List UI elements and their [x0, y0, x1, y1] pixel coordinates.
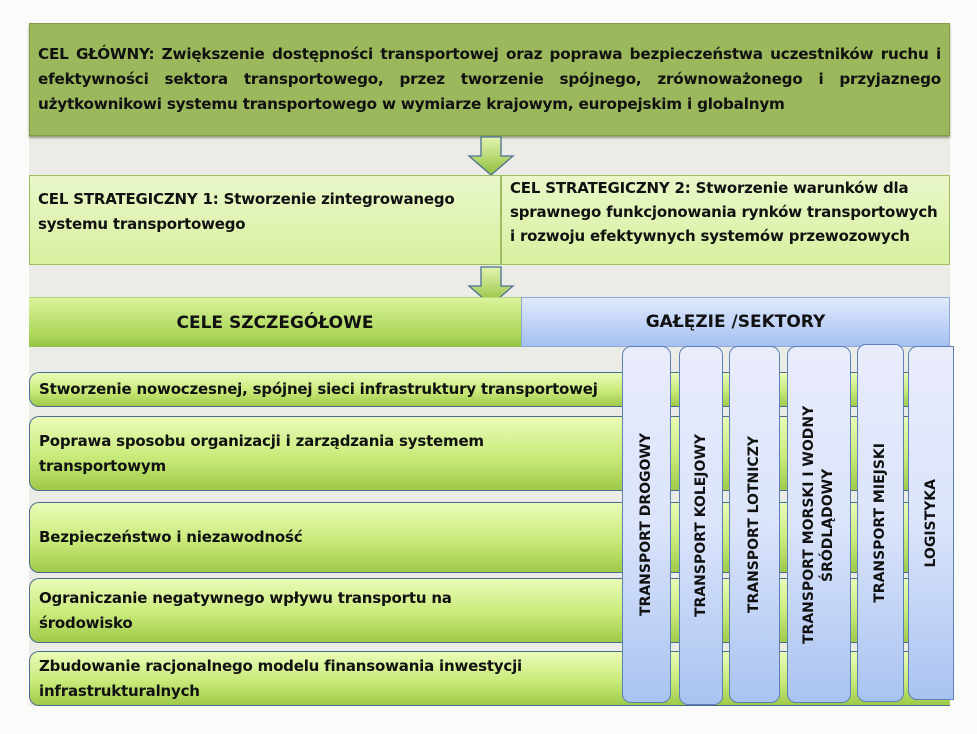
detailed-goals-header-label: CELE SZCZEGÓŁOWE: [176, 313, 374, 333]
detailed-goal-text: Poprawa sposobu organizacji i zarządzani…: [39, 431, 484, 475]
sector-label: TRANSPORT KOLEJOWY: [692, 434, 709, 617]
arrow-down-icon: [467, 266, 515, 306]
sector-label: TRANSPORT DROGOWY: [638, 433, 654, 616]
sectors-header: GAŁĘZIE /SEKTORY: [521, 297, 950, 347]
strategic-goal-2: CEL STRATEGICZNY 2: Stworzenie warunków …: [501, 175, 950, 265]
sector-column: TRANSPORT LOTNICZY: [729, 346, 780, 703]
sector-label: TRANSPORT LOTNICZY: [746, 435, 762, 614]
sector-column: TRANSPORT DROGOWY: [622, 346, 671, 703]
detailed-goal-text: Stworzenie nowoczesnej, spójnej sieci in…: [39, 380, 598, 398]
main-goal-text: CEL GŁÓWNY: Zwiększenie dostępności tran…: [38, 45, 941, 113]
sector-column: TRANSPORT KOLEJOWY: [679, 346, 723, 705]
sector-column: TRANSPORT MORSKI I WODNY ŚRÓDLĄDOWY: [787, 346, 851, 703]
main-goal-box: CEL GŁÓWNY: Zwiększenie dostępności tran…: [29, 23, 950, 136]
sector-label: TRANSPORT MORSKI I WODNY ŚRÓDLĄDOWY: [801, 405, 836, 644]
arrow-down-icon: [467, 136, 515, 176]
sector-label: LOGISTYKA: [922, 478, 939, 568]
strategic-goal-1-text: CEL STRATEGICZNY 1: Stworzenie zintegrow…: [38, 190, 455, 233]
detailed-goal-text: Zbudowanie racjonalnego modelu finansowa…: [39, 656, 522, 700]
detailed-goal-text: Ograniczanie negatywnego wpływu transpor…: [39, 588, 452, 632]
detailed-goal-text: Bezpieczeństwo i niezawodność: [39, 528, 303, 546]
strategic-goal-2-text: CEL STRATEGICZNY 2: Stworzenie warunków …: [510, 179, 938, 245]
sector-label: TRANSPORT MIEJSKI: [872, 443, 888, 603]
sector-column: LOGISTYKA: [908, 346, 954, 700]
sector-column: TRANSPORT MIEJSKI: [857, 344, 904, 702]
sectors-header-label: GAŁĘZIE /SEKTORY: [645, 312, 826, 332]
detailed-goals-header: CELE SZCZEGÓŁOWE: [29, 297, 521, 347]
strategic-goal-1: CEL STRATEGICZNY 1: Stworzenie zintegrow…: [29, 175, 501, 265]
